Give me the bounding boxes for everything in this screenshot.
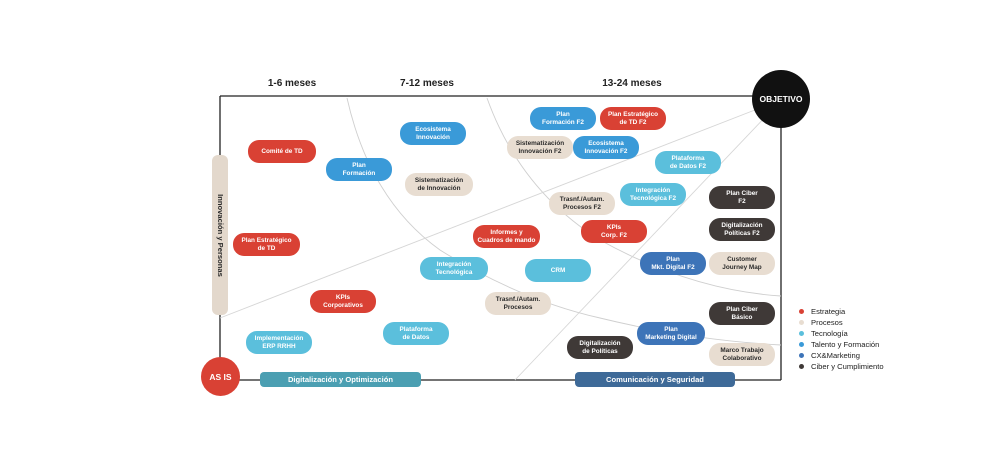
innovacion-axis-label: Innovación y Personas bbox=[215, 193, 225, 277]
initiative-pill: Integración Tecnológica F2 bbox=[620, 183, 686, 206]
initiative-pill: Plan Formación bbox=[326, 158, 392, 181]
legend-item: Tecnología bbox=[799, 328, 884, 339]
legend-swatch bbox=[799, 331, 804, 336]
initiative-pill: KPIs Corporativos bbox=[310, 290, 376, 313]
legend-item: CX&Marketing bbox=[799, 350, 884, 361]
initiative-pill: Integración Tecnológica bbox=[420, 257, 488, 280]
legend-label: Estrategia bbox=[811, 307, 846, 316]
initiative-pill: Trasnf./Autam. Procesos F2 bbox=[549, 192, 615, 215]
initiative-pill: Sistematización de Innovación bbox=[405, 173, 473, 196]
legend-label: Ciber y Cumplimiento bbox=[811, 362, 884, 371]
legend-swatch bbox=[799, 309, 804, 314]
initiative-pill: Plan Ciber F2 bbox=[709, 186, 775, 209]
initiative-pill: Plataforma de Datos bbox=[383, 322, 449, 345]
initiative-pill: Comité de TD bbox=[248, 140, 316, 163]
legend-label: Tecnología bbox=[811, 329, 848, 338]
initiative-pill: Informes y Cuadros de mando bbox=[473, 225, 540, 248]
legend-item: Estrategia bbox=[799, 306, 884, 317]
initiative-pill: Trasnf./Autam. Procesos bbox=[485, 292, 551, 315]
initiative-pill: KPIs Corp. F2 bbox=[581, 220, 647, 243]
comunicacion-axis-bar: Comunicación y Seguridad bbox=[575, 372, 735, 387]
period-label: 7-12 meses bbox=[400, 78, 454, 89]
initiative-pill: Customer Journey Map bbox=[709, 252, 775, 275]
legend: Estrategia Procesos Tecnología Talento y… bbox=[799, 306, 884, 372]
digitalizacion-axis-bar: Digitalización y Optimización bbox=[260, 372, 421, 387]
initiative-pill: Digitalización Políticas F2 bbox=[709, 218, 775, 241]
initiative-pill: Plan Estratégico de TD bbox=[233, 233, 300, 256]
initiative-pill: Plan Estratégico de TD F2 bbox=[600, 107, 666, 130]
legend-item: Ciber y Cumplimiento bbox=[799, 361, 884, 372]
legend-swatch bbox=[799, 320, 804, 325]
initiative-pill: Ecosistema Innovación F2 bbox=[573, 136, 639, 159]
initiative-pill: Plan Formación F2 bbox=[530, 107, 596, 130]
period-label: 13-24 meses bbox=[602, 78, 662, 89]
initiative-pill: Ecosistema Innovación bbox=[400, 122, 466, 145]
legend-swatch bbox=[799, 342, 804, 347]
legend-label: Talento y Formación bbox=[811, 340, 880, 349]
initiative-pill: CRM bbox=[525, 259, 591, 282]
legend-label: Procesos bbox=[811, 318, 843, 327]
initiative-pill: Plataforma de Datos F2 bbox=[655, 151, 721, 174]
initiative-pill: Sistematización Innovación F2 bbox=[507, 136, 573, 159]
legend-swatch bbox=[799, 353, 804, 358]
initiative-pill: Marco Trabajo Colaborativo bbox=[709, 343, 775, 366]
innovacion-axis-bar: Innovación y Personas bbox=[212, 155, 228, 315]
initiative-pill: Digitalización de Políticas bbox=[567, 336, 633, 359]
period-label: 1-6 meses bbox=[267, 78, 317, 89]
initiative-pill: Plan Marketing Digital bbox=[637, 322, 705, 345]
initiative-pill: Plan Mkt. Digital F2 bbox=[640, 252, 706, 275]
legend-item: Talento y Formación bbox=[799, 339, 884, 350]
legend-label: CX&Marketing bbox=[811, 351, 860, 360]
as-is-circle: AS IS bbox=[201, 357, 240, 396]
initiative-pill: Plan Ciber Básico bbox=[709, 302, 775, 325]
legend-item: Procesos bbox=[799, 317, 884, 328]
objective-circle: OBJETIVO bbox=[752, 70, 810, 128]
legend-swatch bbox=[799, 364, 804, 369]
initiative-pill: Implementación ERP RRHH bbox=[246, 331, 312, 354]
